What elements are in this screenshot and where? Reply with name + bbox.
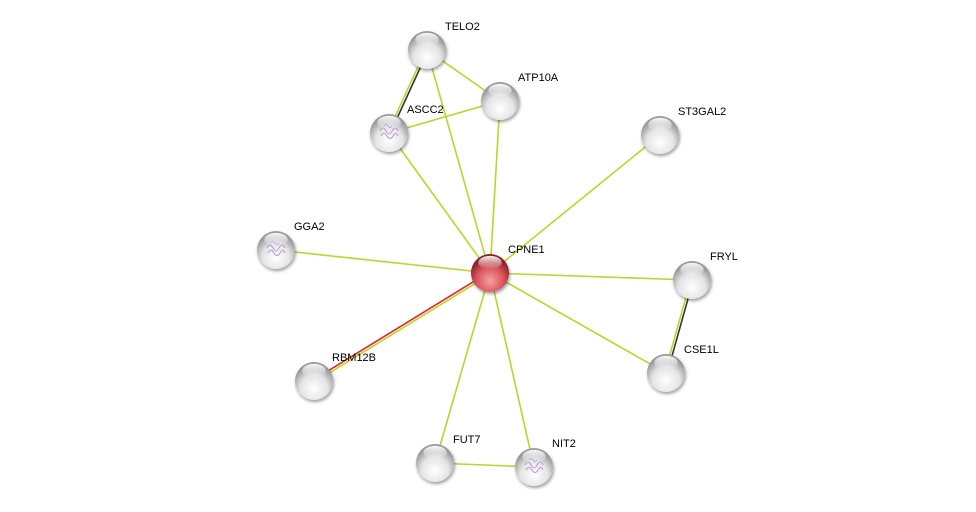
edge-rbm12b-cpne1[interactable] (312, 271, 492, 383)
node-highlight (680, 262, 704, 277)
node-label-cpne1[interactable]: CPNE1 (508, 244, 545, 256)
edge-line-textmining (489, 272, 667, 374)
edge-cse1l-cpne1[interactable] (489, 272, 667, 374)
edge-telo2-cpne1[interactable] (426, 49, 491, 274)
node-cpne1[interactable] (471, 254, 509, 292)
node-label-atp10a[interactable]: ATP10A (518, 72, 559, 84)
edge-line-textmining (426, 49, 491, 274)
node-highlight (648, 117, 672, 132)
node-st3gal2[interactable] (641, 116, 679, 154)
node-label-fut7[interactable]: FUT7 (453, 434, 481, 446)
node-cse1l[interactable] (647, 354, 685, 392)
edge-line-textmining (388, 132, 491, 274)
edge-gga2-cpne1[interactable] (275, 249, 491, 274)
node-atp10a[interactable] (481, 82, 519, 120)
edge-line-experiments (312, 271, 490, 381)
node-highlight (522, 449, 546, 464)
edge-st3gal2-cpne1[interactable] (489, 134, 661, 274)
node-fryl[interactable] (673, 261, 711, 299)
node-highlight (654, 355, 678, 370)
edge-line-textmining (489, 272, 693, 281)
edge-line-textmining (275, 249, 491, 274)
edge-ascc2-cpne1[interactable] (388, 132, 491, 274)
node-highlight (377, 115, 401, 130)
node-label-gga2[interactable]: GGA2 (294, 221, 325, 233)
edge-line-textmining (489, 134, 661, 274)
edge-line-textmining (388, 100, 501, 134)
node-highlight (415, 32, 439, 47)
edge-fut7-cpne1[interactable] (434, 272, 491, 464)
edge-atp10a-ascc2[interactable] (388, 100, 501, 134)
node-label-nit2[interactable]: NIT2 (552, 438, 576, 450)
node-ascc2[interactable] (370, 114, 408, 152)
edge-line-textmining (489, 272, 535, 468)
node-highlight (423, 445, 447, 460)
node-label-cse1l[interactable]: CSE1L (684, 344, 719, 356)
node-highlight (264, 232, 288, 247)
edge-atp10a-cpne1[interactable] (489, 100, 501, 274)
node-gga2[interactable] (257, 231, 295, 269)
node-telo2[interactable] (408, 31, 446, 69)
node-label-telo2[interactable]: TELO2 (445, 21, 480, 33)
node-rbm12b[interactable] (295, 362, 333, 400)
edge-line-textmining (314, 273, 492, 383)
node-label-ascc2[interactable]: ASCC2 (407, 104, 444, 116)
node-highlight (478, 255, 502, 270)
edge-line-textmining (434, 272, 491, 464)
node-label-rbm12b[interactable]: RBM12B (332, 352, 377, 364)
node-fut7[interactable] (416, 444, 454, 482)
edge-nit2-cpne1[interactable] (489, 272, 535, 468)
node-label-st3gal2[interactable]: ST3GAL2 (678, 106, 727, 118)
edge-line-textmining (489, 100, 501, 274)
edge-fryl-cpne1[interactable] (489, 272, 693, 281)
node-highlight (488, 83, 512, 98)
node-nit2[interactable] (515, 448, 553, 486)
node-label-fryl[interactable]: FRYL (710, 251, 738, 263)
node-highlight (302, 363, 326, 378)
